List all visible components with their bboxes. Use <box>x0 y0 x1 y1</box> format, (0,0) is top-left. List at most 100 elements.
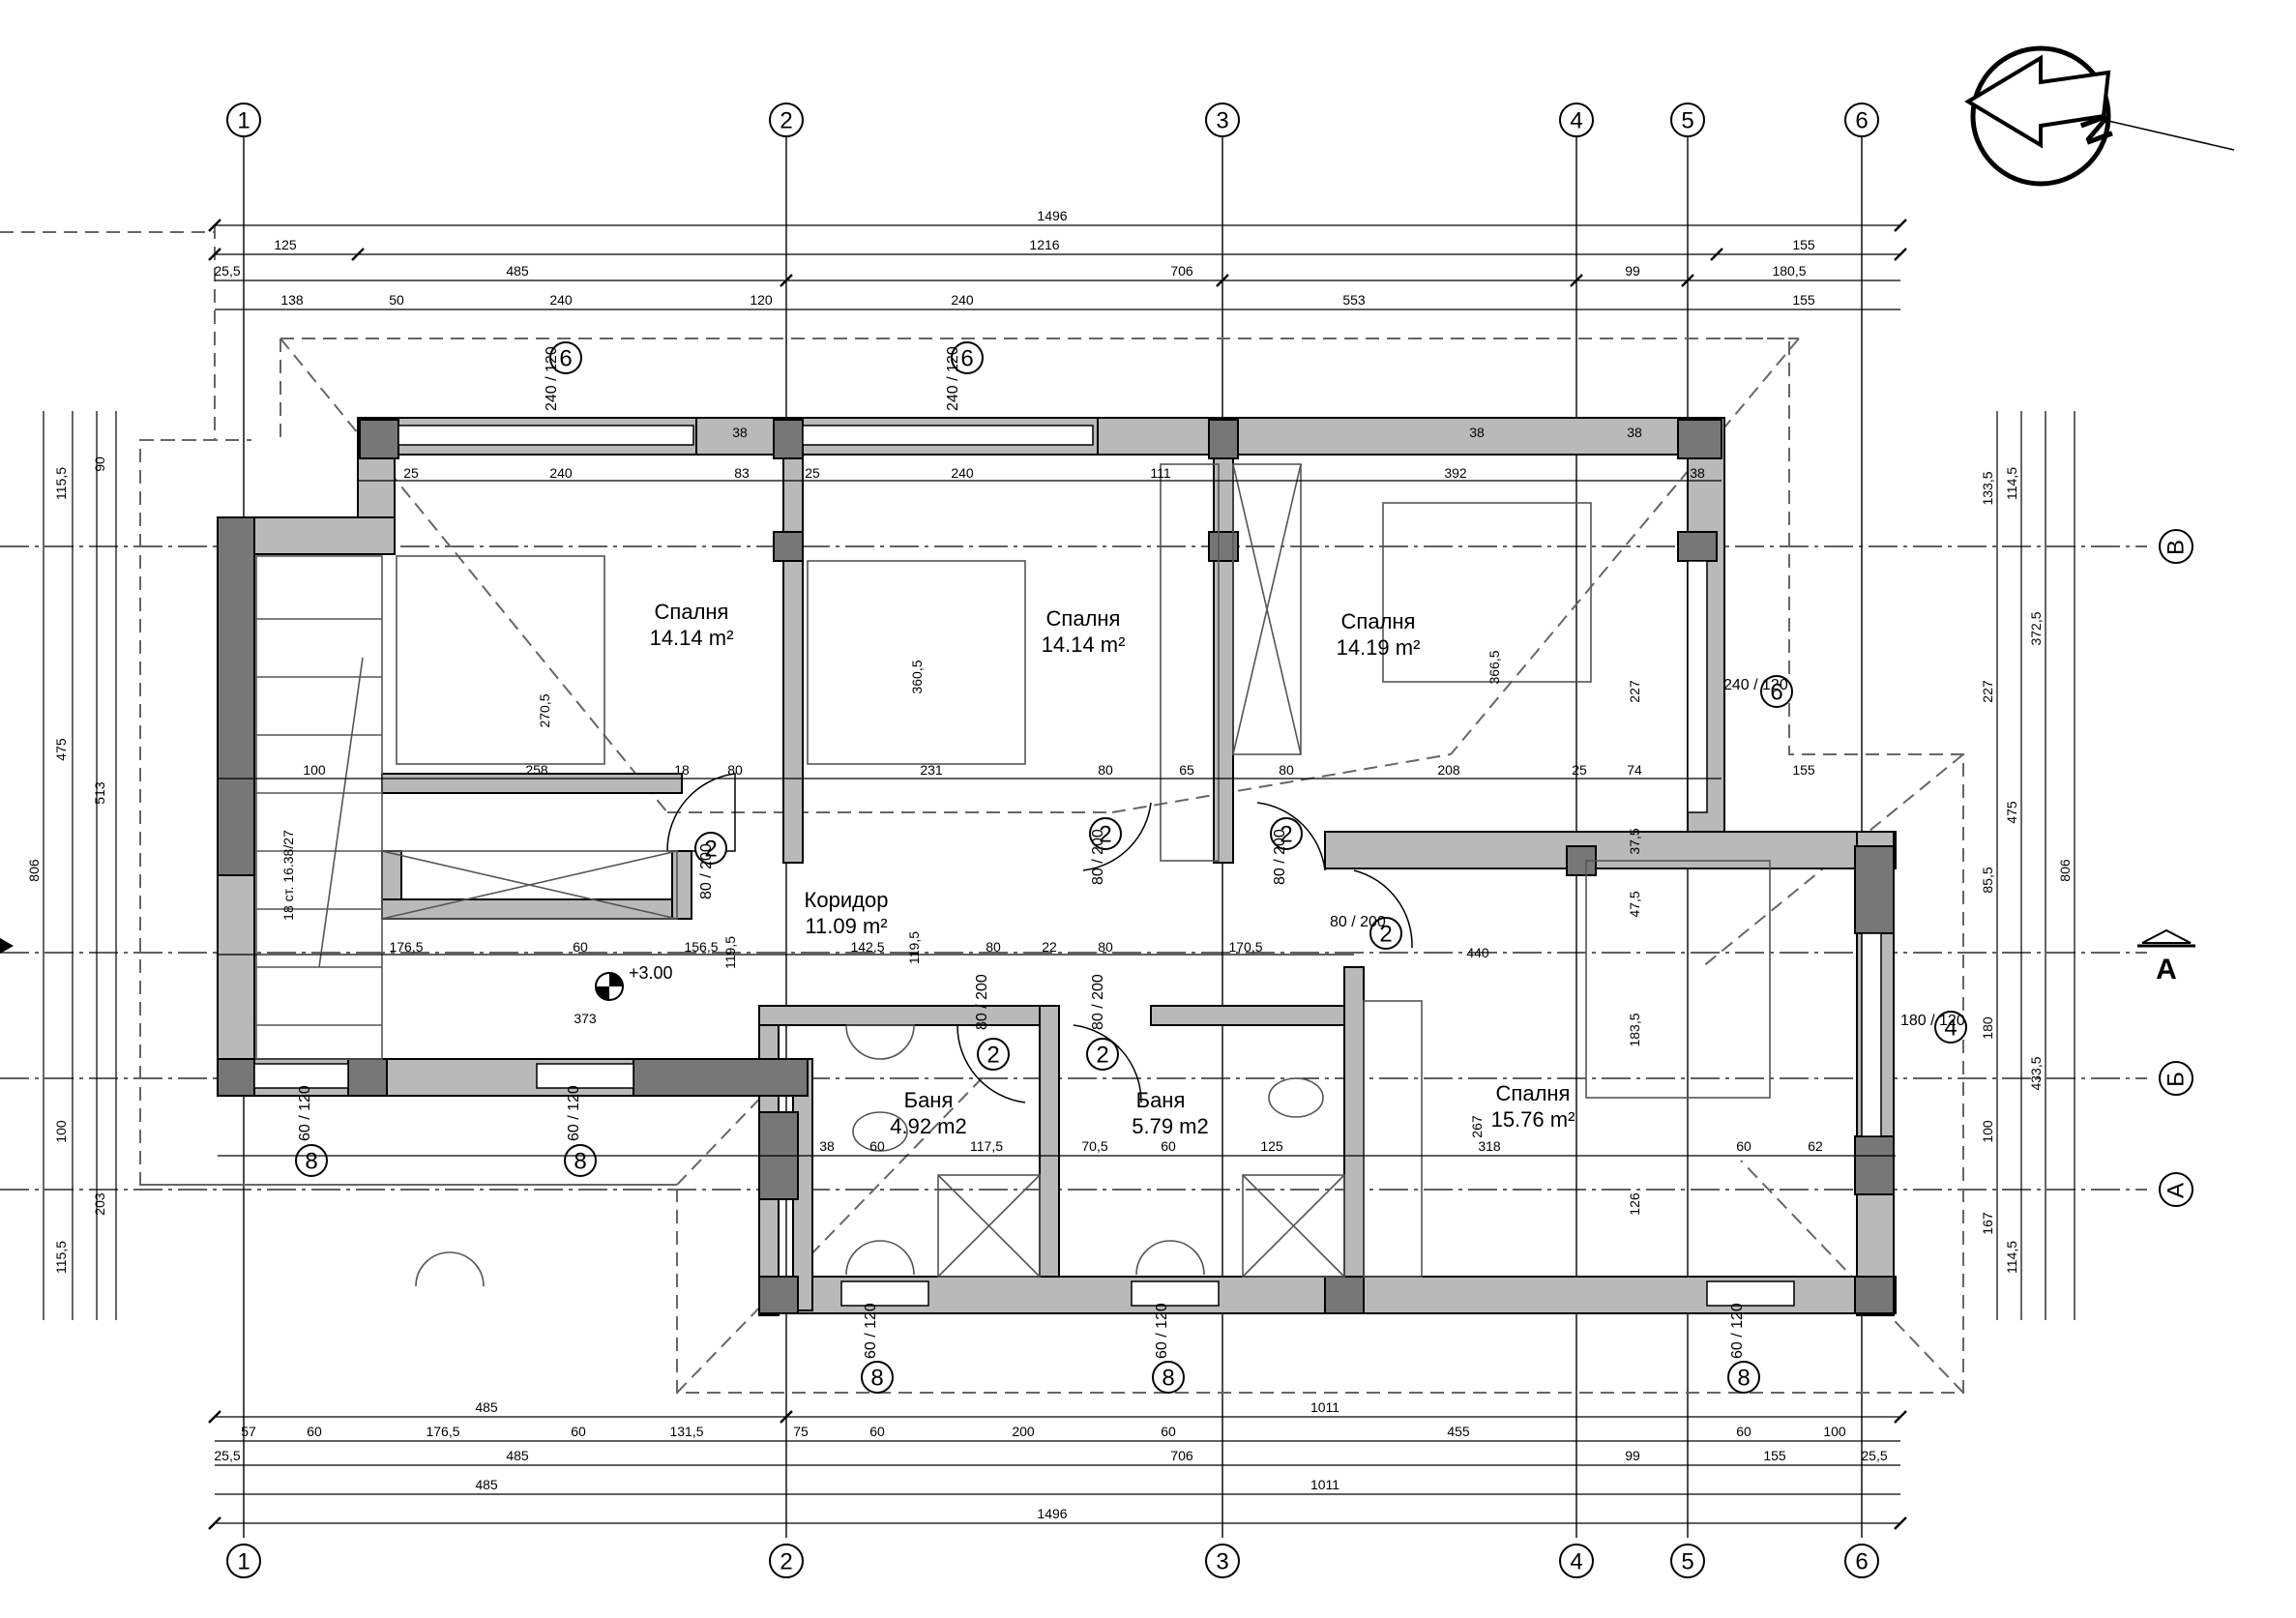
svg-text:80: 80 <box>727 762 743 778</box>
door-bedroom-3[interactable] <box>1256 802 1326 871</box>
level-mark: +3.00 <box>595 963 673 1001</box>
door-bath-2[interactable] <box>1073 1024 1142 1103</box>
svg-text:4: 4 <box>1570 1549 1582 1575</box>
svg-text:485: 485 <box>506 1448 529 1463</box>
svg-text:227: 227 <box>1627 680 1642 703</box>
windows[interactable] <box>253 425 1882 1307</box>
svg-text:117,5: 117,5 <box>970 1138 1003 1154</box>
svg-text:8: 8 <box>305 1149 317 1175</box>
window-bedroom-2[interactable] <box>802 425 1094 446</box>
svg-text:25: 25 <box>1572 762 1587 778</box>
svg-text:Коридор: Коридор <box>805 888 889 912</box>
svg-text:6: 6 <box>559 346 572 372</box>
svg-text:440: 440 <box>1466 945 1489 960</box>
svg-text:142,5: 142,5 <box>850 939 884 955</box>
opening-tag-14: 280 / 200 <box>974 974 1010 1071</box>
svg-text:22: 22 <box>1042 939 1057 955</box>
opening-tag-12: 280 / 200 <box>1270 817 1303 885</box>
svg-text:14.14 m²: 14.14 m² <box>650 626 734 650</box>
svg-text:240: 240 <box>951 292 974 308</box>
svg-text:80 / 200: 80 / 200 <box>698 843 715 899</box>
opening-tag-7: 860 / 120 <box>861 1303 894 1394</box>
window-bath-1[interactable] <box>840 1280 929 1307</box>
door-bedroom-4[interactable] <box>1353 869 1413 949</box>
svg-text:99: 99 <box>1625 1448 1640 1463</box>
doors[interactable] <box>666 773 1413 1103</box>
svg-text:83: 83 <box>734 465 750 481</box>
grid-bubble-3-top: 3 <box>1205 103 1240 137</box>
window-bedroom-3[interactable] <box>1687 560 1708 813</box>
svg-text:8: 8 <box>870 1366 883 1392</box>
svg-text:47,5: 47,5 <box>1627 891 1642 917</box>
svg-text:Спалня: Спалня <box>1341 609 1416 633</box>
grid-bubble-5-bottom: 5 <box>1670 1544 1705 1578</box>
room-label-bathroom-1: Баня 4.92 m2 <box>890 1088 967 1138</box>
svg-text:5: 5 <box>1681 1549 1693 1575</box>
svg-text:50: 50 <box>389 292 404 308</box>
svg-text:176,5: 176,5 <box>426 1424 459 1439</box>
svg-text:2: 2 <box>986 1043 999 1069</box>
svg-text:+3.00: +3.00 <box>629 963 673 983</box>
window-stair[interactable] <box>253 1063 349 1089</box>
bed-2 <box>807 560 1026 765</box>
svg-text:167: 167 <box>1980 1212 1995 1235</box>
svg-text:60: 60 <box>869 1138 885 1154</box>
svg-text:180 / 120: 180 / 120 <box>1900 1013 1965 1029</box>
svg-text:6: 6 <box>1770 680 1782 706</box>
svg-text:А: А <box>2164 1183 2190 1198</box>
staircase <box>255 555 383 1060</box>
svg-text:485: 485 <box>475 1399 498 1415</box>
window-bedroom-1[interactable] <box>397 425 694 446</box>
svg-text:14.19 m²: 14.19 m² <box>1337 635 1421 660</box>
svg-text:114,5: 114,5 <box>2004 1241 2019 1274</box>
svg-text:100: 100 <box>303 762 326 778</box>
svg-text:513: 513 <box>92 781 107 805</box>
svg-text:8: 8 <box>1162 1366 1174 1392</box>
svg-text:25,5: 25,5 <box>1861 1448 1887 1463</box>
window-bedroom-4b[interactable] <box>1706 1280 1795 1307</box>
svg-text:2: 2 <box>1280 822 1292 848</box>
wardrobe-4 <box>1363 1000 1423 1278</box>
svg-text:Спалня: Спалня <box>1046 606 1121 631</box>
svg-text:25,5: 25,5 <box>214 263 240 279</box>
svg-text:38: 38 <box>1469 425 1485 440</box>
svg-text:8: 8 <box>574 1149 586 1175</box>
room-label-bedroom-2: Спалня 14.14 m² <box>1042 606 1126 657</box>
svg-text:125: 125 <box>274 237 297 252</box>
grid-bubble-4-top: 4 <box>1559 103 1594 137</box>
svg-text:60: 60 <box>573 939 588 955</box>
svg-text:208: 208 <box>1437 762 1460 778</box>
svg-text:155: 155 <box>1792 292 1815 308</box>
opening-tag-10: 280 / 200 <box>694 832 727 899</box>
window-bath-2[interactable] <box>1131 1280 1220 1307</box>
svg-text:138: 138 <box>280 292 304 308</box>
room-label-bedroom-4: Спалня 15.76 m² <box>1491 1081 1575 1132</box>
svg-text:100: 100 <box>1980 1120 1995 1143</box>
svg-text:133,5: 133,5 <box>1980 471 1995 505</box>
svg-text:455: 455 <box>1447 1424 1470 1439</box>
svg-text:392: 392 <box>1444 465 1467 481</box>
svg-text:60: 60 <box>571 1424 586 1439</box>
sink-3 <box>845 1024 915 1060</box>
door-bedroom-2[interactable] <box>1082 802 1152 871</box>
svg-text:60 / 120: 60 / 120 <box>297 1085 313 1141</box>
svg-text:475: 475 <box>2004 801 2019 824</box>
room-label-bedroom-1: Спалня 14.14 m² <box>650 600 734 650</box>
svg-text:60: 60 <box>869 1424 885 1439</box>
svg-text:806: 806 <box>26 859 42 882</box>
svg-text:4: 4 <box>1944 1015 1957 1042</box>
window-corridor[interactable] <box>536 1063 634 1089</box>
svg-text:372,5: 372,5 <box>2028 611 2044 645</box>
door-bath-1[interactable] <box>957 1024 1026 1103</box>
toilet-1 <box>852 1111 908 1152</box>
door-bedroom-1[interactable] <box>666 773 736 852</box>
svg-text:119,5: 119,5 <box>906 931 922 964</box>
svg-text:131,5: 131,5 <box>669 1424 703 1439</box>
svg-text:1011: 1011 <box>1310 1477 1339 1492</box>
svg-text:80: 80 <box>1098 762 1113 778</box>
window-bedroom-4[interactable] <box>1861 932 1882 1137</box>
